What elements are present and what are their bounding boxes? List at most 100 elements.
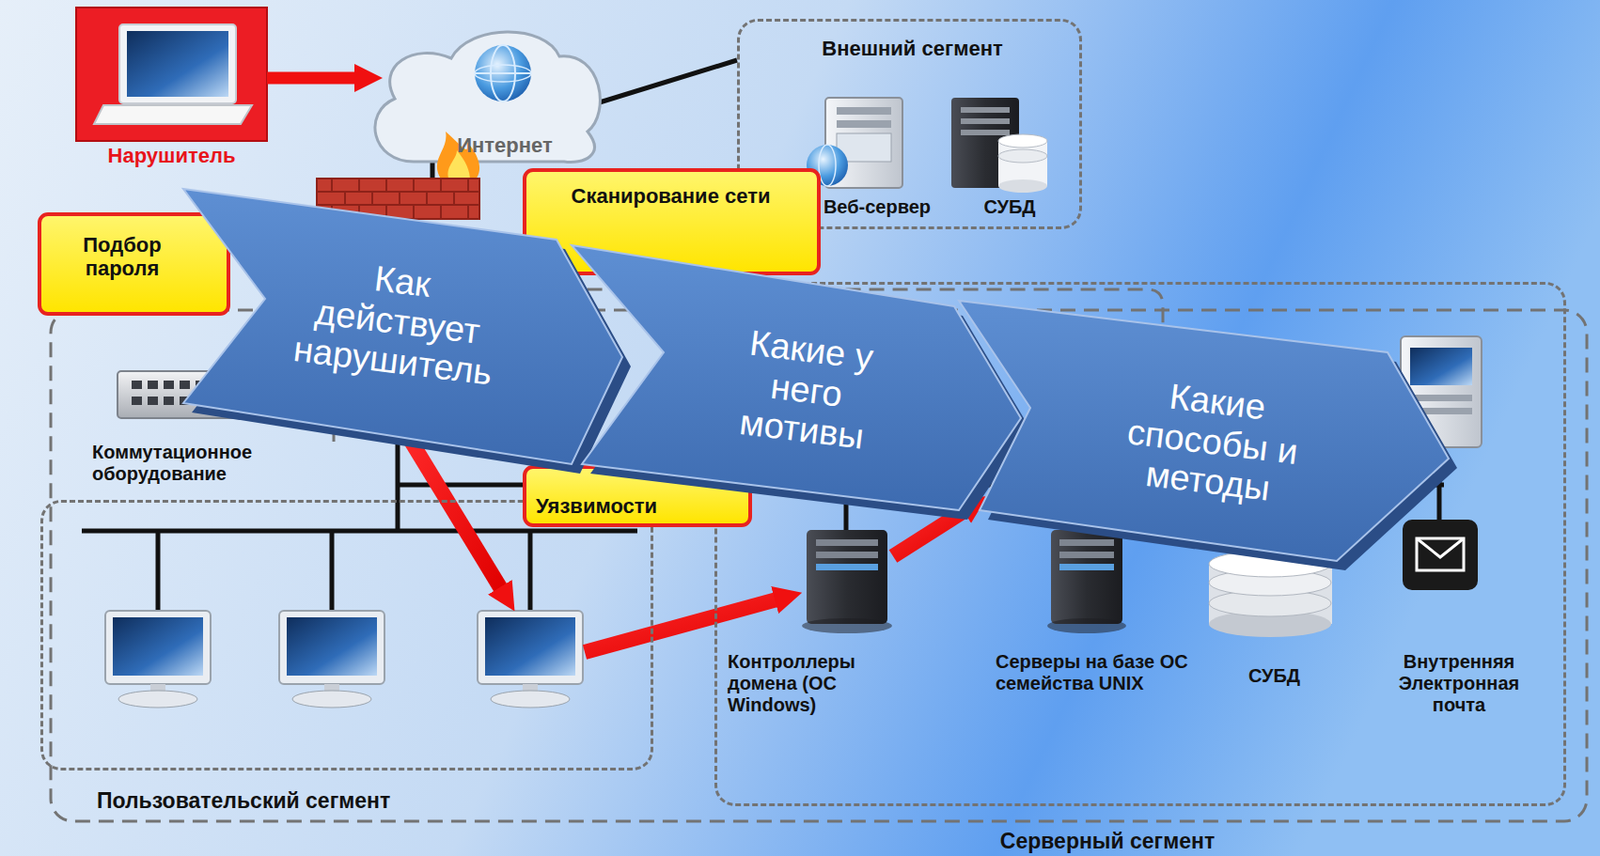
network-wires-part bbox=[81, 529, 638, 534]
attacker-laptop-part bbox=[94, 105, 252, 125]
unix-server-icon-part bbox=[1050, 530, 1123, 625]
server-node: Контроллеры домена (ОС Windows) bbox=[724, 529, 913, 732]
switch-label: Коммутационное оборудование bbox=[92, 441, 309, 486]
web-server-icon bbox=[806, 97, 903, 189]
firewall-part-part bbox=[330, 178, 333, 192]
server-label: Веб-сервер bbox=[801, 196, 953, 219]
domain-controller-icon bbox=[801, 530, 893, 634]
database-server-icon-part bbox=[960, 118, 1010, 125]
switch-icon-part-part bbox=[131, 380, 142, 390]
threat-label: Подбор пароля bbox=[47, 233, 198, 282]
firewall bbox=[316, 131, 480, 220]
unix-server-icon bbox=[1047, 530, 1127, 634]
attacker-laptop-part bbox=[76, 7, 267, 142]
threat-box: Подбор пароля bbox=[37, 212, 231, 316]
segment-region: Пользовательский сегмент bbox=[40, 500, 654, 771]
chevron-arrow: Какие способы и методы bbox=[958, 300, 1449, 562]
chevron-arrow: Как действует нарушитель bbox=[183, 188, 623, 465]
web-server-icon-part bbox=[836, 120, 892, 128]
mail-icon-part bbox=[1416, 538, 1464, 571]
firewall-part-part bbox=[453, 191, 455, 205]
workstation-icons-part bbox=[485, 617, 576, 676]
firewall-part-part bbox=[439, 178, 442, 192]
server-label: Серверы на базе ОС семейства UNIX bbox=[995, 651, 1193, 695]
threat-label: Сканирование сети bbox=[530, 184, 812, 208]
internet-cloud-part bbox=[474, 72, 532, 75]
segment-title: Серверный сегмент bbox=[905, 829, 1310, 854]
server-label: СУБД bbox=[954, 196, 1066, 219]
domain-controller-icon-part bbox=[801, 618, 893, 634]
workstation-icons-part bbox=[477, 611, 583, 685]
switch-icon-part-part bbox=[131, 396, 142, 406]
chevron-face bbox=[571, 245, 1021, 511]
internet-cloud-part bbox=[474, 64, 532, 82]
workstation-icons-part bbox=[286, 617, 377, 676]
unix-server-icon-part bbox=[1047, 618, 1127, 634]
unix-server-icon-part bbox=[1059, 551, 1114, 559]
chevron-label: Какие способы и методы bbox=[1109, 370, 1316, 514]
firewall-part-part bbox=[439, 204, 442, 219]
firewall-part-part bbox=[467, 204, 470, 219]
server-node: Серверы на базе ОС семейства UNIX bbox=[989, 529, 1235, 708]
workstation-icons-part bbox=[118, 690, 198, 708]
workstation-icons bbox=[105, 611, 583, 708]
switch-icon-part-part bbox=[163, 396, 174, 406]
workstation-icons-part bbox=[105, 611, 211, 685]
firewall-part-part bbox=[371, 191, 374, 205]
server-icon-part bbox=[1410, 394, 1473, 402]
domain-controller-icon-part bbox=[806, 530, 888, 625]
internet-cloud bbox=[375, 31, 600, 163]
attack-path-part bbox=[584, 598, 781, 653]
database-server-icon-part bbox=[998, 179, 1048, 193]
attacker-laptop bbox=[76, 7, 267, 142]
database-server-icon-part bbox=[998, 134, 1048, 148]
firewall-part-part bbox=[412, 204, 415, 219]
domain-controller-icon-part bbox=[815, 564, 879, 571]
firewall-part bbox=[316, 191, 480, 205]
server-node: Веб-сервер bbox=[801, 96, 953, 224]
server-icon-part bbox=[1410, 347, 1473, 386]
database-server-icon-part bbox=[960, 107, 1010, 113]
server-label: Контроллеры домена (ОС Windows) bbox=[727, 651, 907, 717]
mail-icon bbox=[1402, 519, 1478, 591]
firewall-part-part bbox=[358, 178, 361, 192]
chevron-face bbox=[958, 300, 1449, 562]
server-node: СУБД bbox=[1206, 548, 1343, 699]
chevron-arrow: Какие у него мотивы bbox=[571, 245, 1021, 511]
chevron-face bbox=[183, 188, 623, 465]
attacker-laptop-part bbox=[126, 31, 229, 97]
server-label: Внутренняя Электронная почта bbox=[1379, 651, 1539, 717]
firewall-part-part bbox=[467, 178, 470, 192]
switch-icon-part-part bbox=[163, 380, 174, 390]
firewall-part-part bbox=[316, 203, 480, 206]
attacker-label: Нарушитель bbox=[56, 143, 287, 168]
cloud-label: Интернет bbox=[424, 133, 585, 157]
workstation-icons-part bbox=[292, 690, 372, 708]
switch-icon-part-part bbox=[147, 396, 158, 406]
workstation-icons-part bbox=[112, 617, 204, 676]
mail-icon-part bbox=[1402, 519, 1478, 591]
server-node: СУБД bbox=[954, 96, 1066, 224]
web-server-icon-part bbox=[818, 144, 836, 187]
switch-icon-part-part bbox=[147, 380, 158, 390]
internet-cloud: Интернет bbox=[382, 15, 597, 166]
firewall-part-part bbox=[316, 190, 480, 193]
network-wires-part bbox=[329, 531, 335, 612]
server-label: СУБД bbox=[1215, 665, 1334, 688]
network-wires-part bbox=[528, 531, 534, 612]
mail-icon-part bbox=[1416, 538, 1464, 558]
internet-cloud-part bbox=[375, 31, 600, 163]
unix-server-icon-part bbox=[1059, 539, 1114, 547]
server-node: Внутренняя Электронная почта bbox=[1375, 517, 1543, 730]
domain-controller-icon-part bbox=[815, 551, 879, 559]
firewall-part-part bbox=[412, 178, 415, 192]
domain-controller-icon-part bbox=[815, 539, 879, 547]
attack-arrow bbox=[266, 72, 361, 85]
attacker-box: Нарушитель bbox=[76, 7, 267, 142]
attacker-laptop-part bbox=[119, 24, 236, 104]
switch-icon-part-part bbox=[179, 380, 190, 390]
database-server-icon-part bbox=[960, 129, 1010, 136]
chevron-label: Какие у него мотивы bbox=[729, 322, 884, 459]
